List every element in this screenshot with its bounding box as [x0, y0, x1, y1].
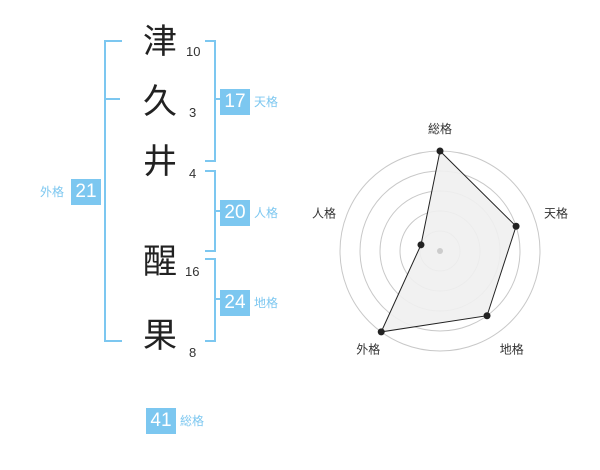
- stroke-count-1: 10: [186, 44, 201, 59]
- radar-point-1: [436, 147, 444, 155]
- jinkaku-value: 20: [220, 200, 250, 226]
- stroke-count-2: 3: [189, 105, 197, 120]
- gaikaku-value: 21: [71, 179, 101, 205]
- radar-polygon: [380, 149, 517, 333]
- stroke-count-3: 4: [189, 166, 197, 181]
- name-char-3: 井: [143, 142, 177, 182]
- soukaku-value: 41: [146, 408, 176, 434]
- gaikaku-bracket-mid-tick: [104, 98, 120, 100]
- radar-point-3: [483, 312, 491, 320]
- radar-axis-label-5: 人格: [312, 205, 336, 220]
- radar-axis-label-2: 天格: [544, 205, 568, 220]
- gaikaku-bracket: [104, 40, 122, 342]
- jinkaku-tick: [214, 210, 222, 212]
- chikaku-tick: [214, 298, 222, 300]
- name-char-1: 津: [143, 22, 177, 62]
- jinkaku-label: 人格: [254, 206, 279, 220]
- chikaku-bracket: [205, 258, 216, 342]
- name-char-5: 果: [143, 316, 177, 356]
- name-char-4: 醒: [143, 242, 177, 282]
- radar-point-2: [512, 222, 520, 230]
- soukaku-label: 総格: [180, 414, 205, 428]
- chikaku-label: 地格: [254, 296, 279, 310]
- tenkaku-label: 天格: [254, 95, 279, 109]
- tenkaku-bracket: [205, 40, 216, 162]
- gaikaku-label: 外格: [40, 185, 65, 199]
- chikaku-value: 24: [220, 290, 250, 316]
- tenkaku-tick: [214, 98, 222, 100]
- radar-center-dot: [437, 248, 443, 254]
- radar-point-5: [417, 241, 425, 249]
- radar-axis-label-3: 地格: [500, 342, 524, 357]
- radar-point-4: [377, 328, 385, 336]
- radar-axis-label-4: 外格: [356, 342, 380, 357]
- radar-axis-label-1: 総格: [428, 121, 452, 136]
- stroke-count-4: 16: [185, 264, 200, 279]
- name-char-2: 久: [143, 82, 177, 122]
- stroke-count-5: 8: [189, 345, 197, 360]
- tenkaku-value: 17: [220, 89, 250, 115]
